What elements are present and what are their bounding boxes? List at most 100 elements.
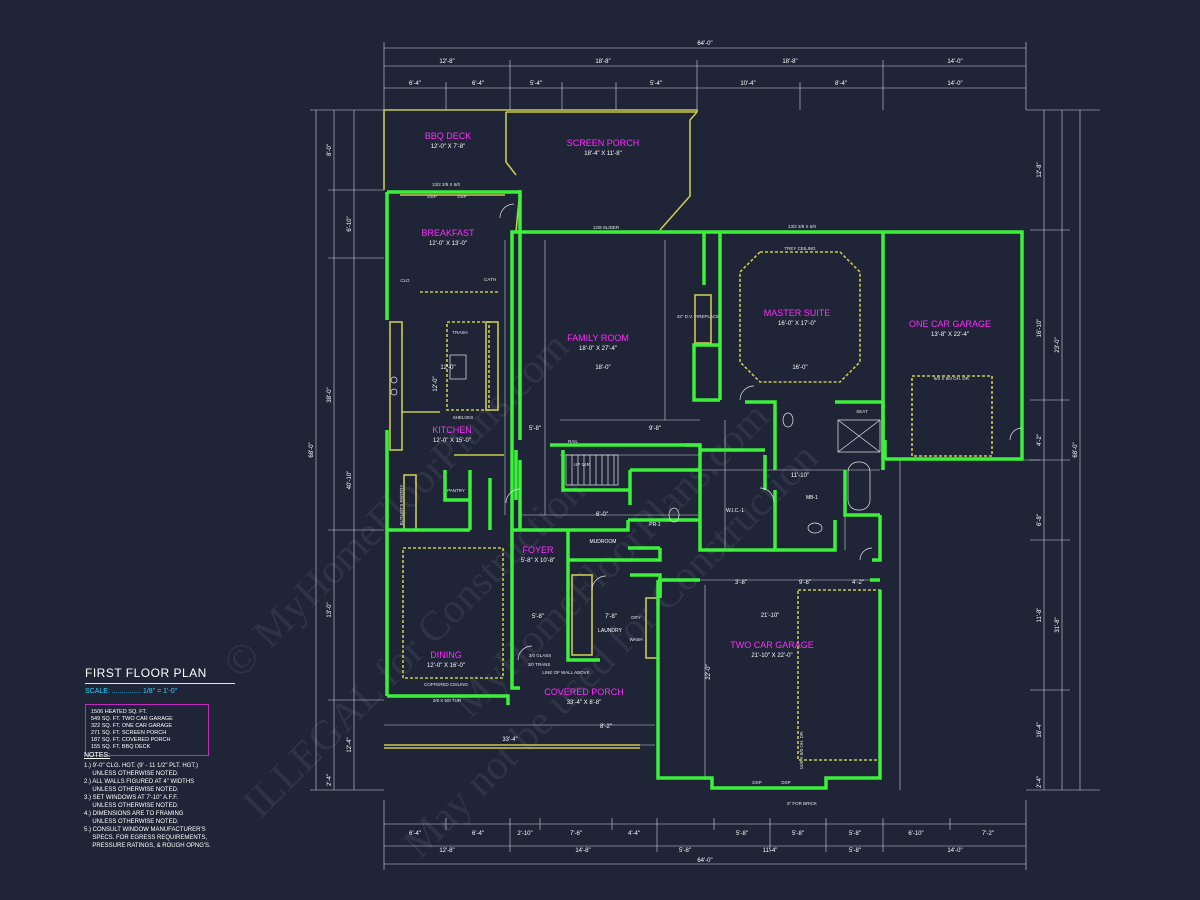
- note-line: UNLESS OTHERWISE NOTED.: [84, 787, 179, 793]
- label-door-a: 16/0 X 8/0 OH. DR.: [799, 731, 804, 770]
- label-mudroom: MUDROOM: [590, 539, 617, 545]
- label-pr: PR-1: [649, 522, 661, 528]
- notes-title: NOTES:: [84, 752, 111, 759]
- room-labels: BBQ DECK 12'-0" X 7'-8" SCREEN PORCH 18'…: [421, 131, 991, 706]
- area-line: 187 SQ. FT. COVERED PORCH: [91, 737, 171, 743]
- dim-inner-11: 9'-8": [799, 580, 811, 586]
- room-dining-name: DINING: [430, 650, 462, 660]
- dim-bottom-row2-5: 14'-0": [947, 848, 962, 854]
- dim-bottom-row1-0: 6'-4": [409, 831, 421, 837]
- dim-bottom-row2-0: 12'-8": [439, 848, 454, 854]
- room-covered-porch-size: 33'-4" X 8'-8": [567, 700, 602, 706]
- room-covered-porch-name: COVERED PORCH: [544, 687, 624, 697]
- dim-right-total: 68'-0": [1073, 442, 1079, 457]
- dim-inner-10: 7'-8": [605, 614, 617, 620]
- room-screen-porch-size: 18'-4" X 11'-8": [584, 151, 621, 157]
- dim-inner-13: 22'-0": [706, 664, 712, 679]
- label-wic: W.I.C.-1: [726, 508, 744, 514]
- room-master-suite-name: MASTER SUITE: [764, 308, 831, 318]
- dim-top-row2-0: 6'-4": [409, 81, 421, 87]
- dim-inner-12: 21'-10": [761, 613, 780, 619]
- fixtures: [390, 203, 1023, 661]
- plan-title: FIRST FLOOR PLAN: [85, 666, 207, 680]
- small-annotations: MUDROOM LAUNDRY W.I.C.-1 MB-1 PR-1 PANTR…: [399, 182, 970, 806]
- note-line: 1.) 9'-0" CLG. HGT. (9' - 11 1/2" PLT. H…: [84, 763, 199, 769]
- label-for-brick: 5" FOR BRICK: [787, 801, 817, 806]
- label-window-b: 13/2 2/8 X 6/0: [788, 224, 817, 229]
- note-line: 2.) ALL WALLS FIGURED AT 4" WIDTHS: [84, 779, 195, 785]
- note-line: UNLESS OTHERWISE NOTED.: [84, 819, 179, 825]
- label-fireplace: 42" D.V. FIREPLACE: [677, 314, 719, 319]
- dim-top-row1-2: 18'-8": [782, 59, 797, 65]
- dim-bottom-row1-7: 5'-8": [849, 831, 861, 837]
- label-shelves: SHELVES: [453, 415, 473, 420]
- dim-top-row2-3: 5'-4": [650, 81, 662, 87]
- dim-left-inner-1: 13'-0": [327, 602, 333, 617]
- dim-right-piece-5: 16'-4": [1037, 722, 1043, 737]
- note-line: 4.) DIMENSIONS ARE TO FRAMING: [84, 811, 184, 817]
- label-pantry: PANTRY: [447, 488, 465, 493]
- label-trash: TRASH: [452, 330, 467, 335]
- note-line: SPECS. FOR EGRESS REQUIREMENTS,: [84, 835, 208, 841]
- dim-right-piece-3: 6'-8": [1037, 514, 1043, 526]
- room-two-car-garage-size: 21'-10" X 22'-0": [751, 653, 792, 659]
- toilet-icon-2: [668, 507, 680, 523]
- dim-top-row2-6: 14'-0": [947, 81, 962, 87]
- dim-right-piece-0: 12'-8": [1037, 162, 1043, 177]
- label-mb: MB-1: [806, 495, 818, 501]
- dim-bottom-row1-9: 7'-2": [982, 831, 994, 837]
- room-breakfast-size: 12'-0" X 13'-0": [429, 241, 467, 247]
- room-two-car-garage-name: TWO CAR GARAGE: [730, 640, 814, 650]
- dimension-lines: [310, 42, 1100, 870]
- dim-bottom-row1-6: 5'-8": [792, 831, 804, 837]
- dim-top-row1-0: 12'-8": [439, 59, 454, 65]
- dim-inner-2: 16'-0": [792, 365, 807, 371]
- label-dsp-3: DSP: [752, 780, 761, 785]
- label-dsp-2: DSP: [457, 194, 466, 199]
- dim-right-inner-1: 31'-8": [1055, 617, 1061, 632]
- toilet-icon: [782, 412, 794, 428]
- dim-inner-14: 4'-2": [852, 580, 864, 586]
- label-butlers-pantry: BUTLER'S PANTRY: [399, 485, 404, 526]
- dim-inner-16: 8'-2": [600, 724, 612, 730]
- stairs-icon: [565, 454, 619, 486]
- label-seat: SEAT: [856, 409, 868, 414]
- room-breakfast-name: BREAKFAST: [421, 228, 475, 238]
- dim-bottom-row1-3: 7'-6": [570, 831, 582, 837]
- area-line: 549 SQ. FT. TWO CAR GARAGE: [91, 716, 173, 722]
- dim-inner-3: 5'-8": [529, 426, 541, 432]
- room-family-room-size: 18'-0" X 27'-4": [579, 346, 617, 352]
- area-line: 1506 HEATED SQ. FT.: [91, 709, 147, 715]
- label-dryer: DRY: [631, 615, 640, 620]
- area-line: 271 SQ. FT. SCREEN PORCH: [91, 730, 167, 736]
- door-swing-icon: [499, 203, 515, 219]
- label-dsp-1: DSP: [427, 194, 436, 199]
- dim-top-row2-4: 10'-4": [740, 81, 755, 87]
- room-dining-size: 12'-0" X 16'-0": [427, 663, 465, 669]
- dim-top-row2-2: 5'-4": [530, 81, 542, 87]
- dim-right-piece-4: 11'-8": [1037, 608, 1043, 623]
- interior-dimensions: 12'-0" 18'-0" 16'-0" 5'-8" 9'-8" 5'-8" 1…: [433, 365, 864, 743]
- tub-icon: [847, 461, 871, 511]
- scale-text: SCALE: ............... 1/8" = 1'-0": [85, 688, 178, 695]
- dim-left-piece-4: 2'-4": [327, 774, 333, 786]
- sink-icon: [449, 354, 467, 380]
- label-clg: CLG: [400, 278, 410, 283]
- dim-left-inner-0: 38'-0": [327, 387, 333, 402]
- dim-inner-8: 12'-0": [433, 376, 439, 391]
- dim-left-piece-2: 40'-10": [347, 471, 353, 490]
- label-rail: RAIL: [568, 439, 579, 444]
- room-bbq-deck-name: BBQ DECK: [425, 131, 472, 141]
- dim-bottom-row1-4: 4'-4": [628, 831, 640, 837]
- label-cath: CATH: [484, 277, 496, 282]
- label-door-b: 9/0 X 8/0 OH. DR.: [934, 376, 970, 381]
- label-window-a: 13/2 2/8 X 6/0: [432, 182, 461, 187]
- dim-inner-0: 12'-0": [440, 365, 455, 371]
- area-line: 155 SQ. FT. BBQ DECK: [91, 744, 151, 750]
- dim-top-row1-1: 18'-8": [595, 59, 610, 65]
- toilet-icon-3: [807, 522, 823, 534]
- label-washer: WASH: [629, 637, 642, 642]
- label-slider: 12/8 SLIDER: [593, 225, 620, 230]
- room-one-car-garage-name: ONE CAR GARAGE: [909, 319, 991, 329]
